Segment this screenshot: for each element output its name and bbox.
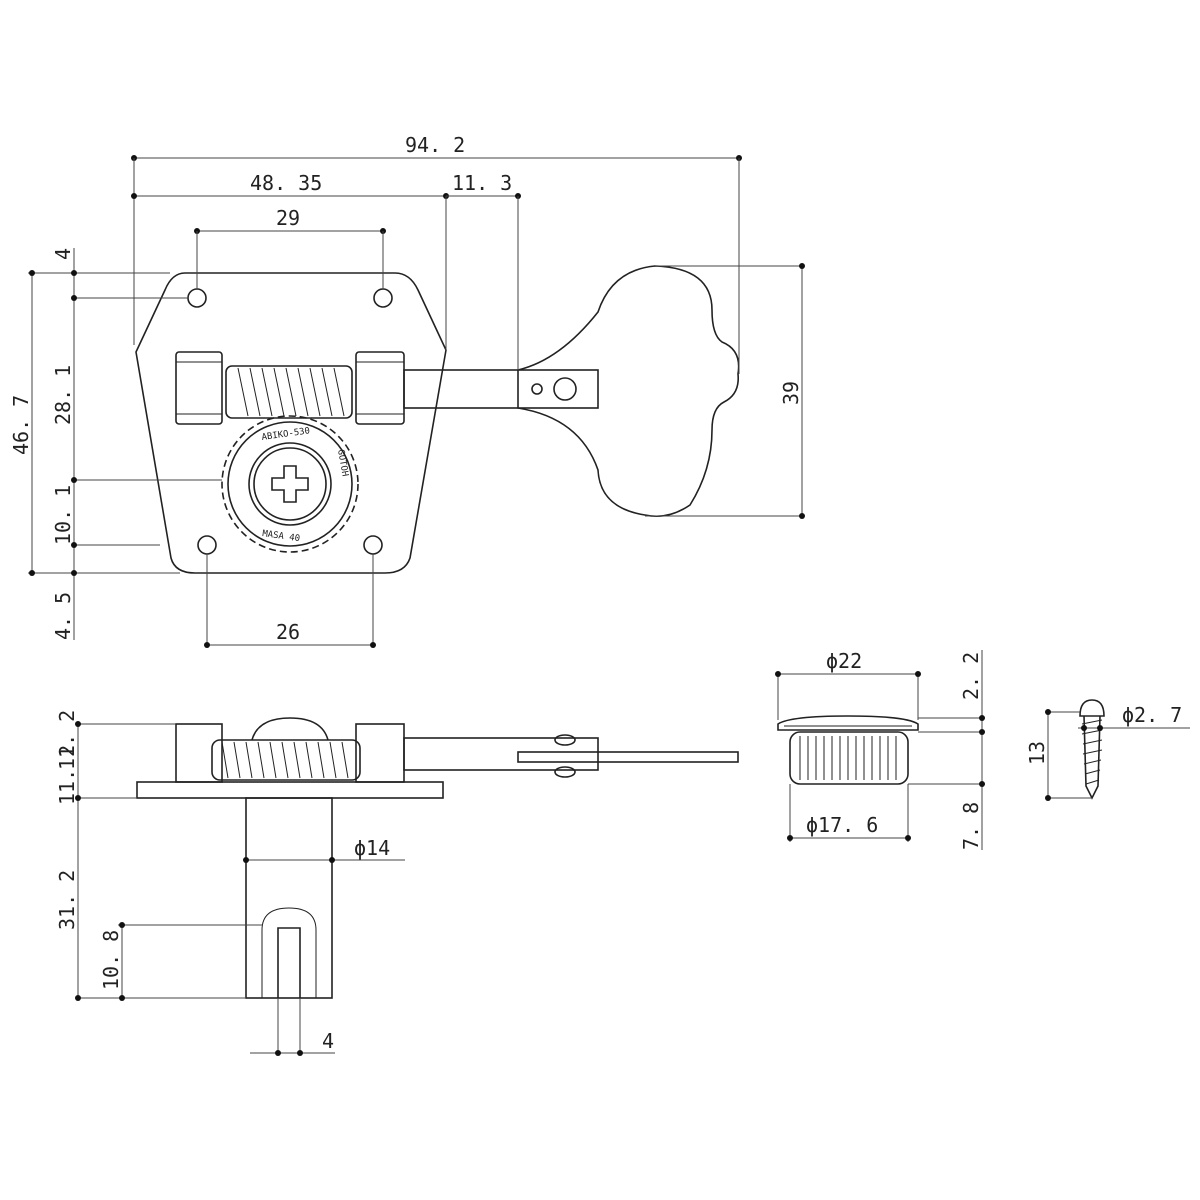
screw-head <box>1079 699 1105 717</box>
dim-phi2-7: ϕ2. 7 <box>1122 703 1182 727</box>
gear-text-upper: ABIKO-530 <box>261 426 311 443</box>
right-bushing <box>355 351 405 425</box>
side-shaft <box>403 737 599 771</box>
tuner-base-plate <box>135 272 447 574</box>
side-right-bushing <box>355 723 405 783</box>
dim-11-2-lower: 11. 2 <box>55 745 79 805</box>
side-view: 11. 2 11. 2 31. 2 10. 8 ϕ14 4 <box>55 710 739 1056</box>
tuning-key <box>517 265 740 518</box>
dim-4-slot: 4 <box>322 1029 334 1053</box>
dim-post-diameter: ϕ14 <box>243 836 405 863</box>
dim-key-height: 39 <box>645 263 805 519</box>
gear-text-right: GOTOH <box>335 449 350 477</box>
mount-hole-bottom-left <box>197 535 217 555</box>
mount-hole-bottom-right <box>363 535 383 555</box>
main-gear: ABIKO-530 GOTOH MASA 40 <box>221 415 359 553</box>
dim-94-2: 94. 2 <box>405 133 465 157</box>
side-key-edge <box>517 751 739 763</box>
bushing-knurled-nut <box>789 731 909 785</box>
key-shaft <box>403 369 599 409</box>
dim-26: 26 <box>276 620 300 644</box>
dim-46-7: 46. 7 <box>9 395 33 455</box>
mount-hole-top-left <box>187 288 207 308</box>
dim-top-hole-spacing: 29 <box>194 206 386 289</box>
key-hole-small <box>531 383 543 395</box>
side-worm-gear <box>211 739 361 781</box>
dim-39: 39 <box>779 381 803 405</box>
side-base-plate <box>136 781 444 799</box>
dim-slot-width: 4 <box>250 998 335 1056</box>
post-string-hole <box>261 907 317 998</box>
dim-4-top: 4 <box>51 248 75 260</box>
dim-48-35: 48. 35 <box>250 171 322 195</box>
phillips-screw-icon <box>271 465 309 503</box>
dim-28-1: 28. 1 <box>51 365 75 425</box>
dim-11-3: 11. 3 <box>452 171 512 195</box>
dim-phi17-6: ϕ17. 6 <box>806 813 878 837</box>
string-post <box>245 797 333 999</box>
bushing-detail: ϕ22 2. 2 7. 8 ϕ17. 6 <box>775 649 985 850</box>
screw-detail: 13 ϕ2. 7 <box>1025 699 1190 801</box>
dim-29: 29 <box>276 206 300 230</box>
left-bushing <box>175 351 223 425</box>
dim-phi14: ϕ14 <box>354 836 390 860</box>
dim-side-left: 11. 2 11. 2 31. 2 10. 8 <box>55 710 262 1001</box>
dim-31-2: 31. 2 <box>55 870 79 930</box>
dim-base-to-bushing: 48. 35 <box>131 171 449 350</box>
bushing-washer <box>777 715 919 731</box>
dim-10-1: 10. 1 <box>51 485 75 545</box>
dim-7-8: 7. 8 <box>959 802 983 850</box>
dim-10-8: 10. 8 <box>99 930 123 990</box>
dim-phi22: ϕ22 <box>826 649 862 673</box>
dim-bottom-hole-spacing: 26 <box>204 554 376 648</box>
post-slot <box>277 927 301 998</box>
top-view: ABIKO-530 GOTOH MASA 40 94. 2 48. 35 11.… <box>9 133 805 648</box>
mount-hole-top-right <box>373 288 393 308</box>
side-left-bushing <box>175 723 223 783</box>
dim-11-2-upper: 11. 2 <box>55 710 79 770</box>
dim-2-2: 2. 2 <box>959 652 983 700</box>
dim-13: 13 <box>1025 741 1049 765</box>
side-gear-dome <box>251 717 329 741</box>
dim-left-vertical: 46. 7 4 28. 1 10. 1 4. 5 <box>9 248 222 640</box>
dim-overall-width: 94. 2 <box>131 133 742 374</box>
dim-shaft-offset: 11. 3 <box>446 171 521 370</box>
key-hole-large <box>553 377 577 401</box>
worm-gear <box>225 365 353 419</box>
dim-4-5: 4. 5 <box>51 592 75 640</box>
